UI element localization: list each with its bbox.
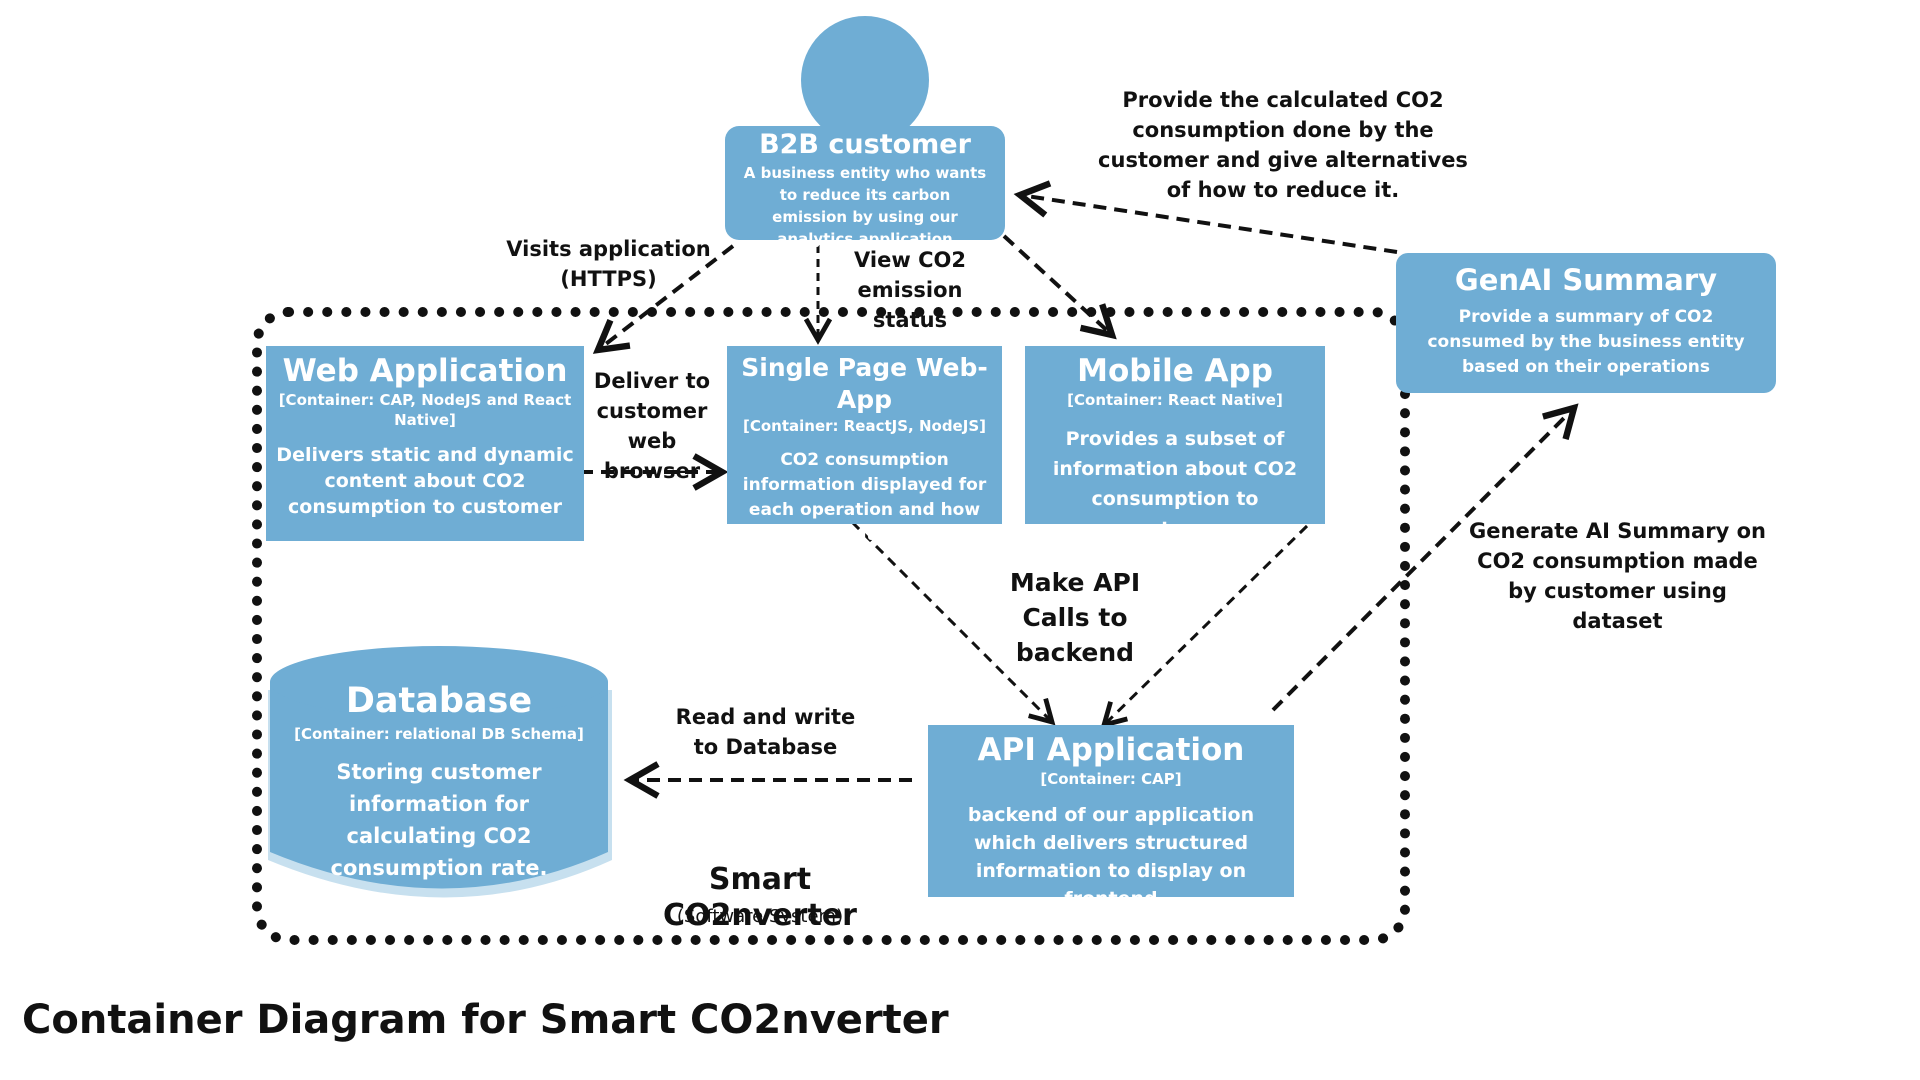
label-read-write: Read and write to Database xyxy=(675,705,856,759)
database-cylinder-icon xyxy=(268,646,612,898)
web-app-tech: [Container: CAP, NodeJS and React Native… xyxy=(278,391,572,429)
spa-tech: [Container: ReactJS, NodeJS] xyxy=(743,417,986,435)
api-description: backend of our application which deliver… xyxy=(967,804,1255,910)
arrow-genai-person xyxy=(1013,180,1398,254)
container-web-application: Web Application [Container: CAP, NodeJS … xyxy=(266,346,584,541)
label-generate-ai: Generate AI Summary on CO2 consumption m… xyxy=(1469,519,1766,633)
diagram-title: Container Diagram for Smart CO2nverter xyxy=(22,997,949,1043)
web-app-description: Delivers static and dynamic content abou… xyxy=(276,444,574,518)
arrow-visits xyxy=(592,244,735,354)
system-boundary xyxy=(252,307,1410,945)
label-api-calls: Make API Calls to backend xyxy=(1009,568,1141,667)
database-description: Storing customer information for calcula… xyxy=(330,760,548,880)
api-tech: [Container: CAP] xyxy=(1040,770,1182,788)
person-title: B2B customer xyxy=(759,129,971,160)
label-deliver: Deliver to customer web browser xyxy=(593,369,711,483)
mobile-title: Mobile App xyxy=(1077,353,1273,389)
database-tech: [Container: relational DB Schema] xyxy=(294,725,584,743)
genai-description: Provide a summary of CO2 consumed by the… xyxy=(1427,307,1745,377)
container-api-application: API Application [Container: CAP] backend… xyxy=(928,725,1294,910)
mobile-tech: [Container: React Native] xyxy=(1067,391,1283,409)
person-head-icon xyxy=(801,16,929,144)
person-b2b-customer: B2B customer A business entity who wants… xyxy=(725,126,1005,248)
mobile-description: Provides a subset of information about C… xyxy=(1052,428,1298,540)
label-view-status: View CO2 emission status xyxy=(854,248,966,332)
arrow-mobile-api xyxy=(1100,524,1309,729)
api-title: API Application xyxy=(977,732,1245,768)
web-app-title: Web Application xyxy=(282,353,568,389)
label-provide-calc: Provide the calculated CO2 consumption d… xyxy=(1098,88,1468,202)
spa-description: CO2 consumption information displayed fo… xyxy=(742,450,987,545)
container-database: Database [Container: relational DB Schem… xyxy=(270,678,608,884)
spa-title: Single Page Web-App xyxy=(741,353,988,414)
person-description: A business entity who wants to reduce it… xyxy=(743,164,987,248)
external-genai-summary: GenAI Summary Provide a summary of CO2 c… xyxy=(1396,253,1776,393)
arrow-api-genai xyxy=(1271,403,1579,712)
label-visits: Visits application (HTTPS) xyxy=(506,237,711,291)
system-type: (Software System) xyxy=(676,906,844,927)
container-mobile-app: Mobile App [Container: React Native] Pro… xyxy=(1025,346,1325,540)
system-name: Smart CO2nverter xyxy=(663,862,857,933)
genai-title: GenAI Summary xyxy=(1454,263,1718,297)
arrow-spa-api xyxy=(850,520,1056,726)
container-single-page-web-app: Single Page Web-App [Container: ReactJS,… xyxy=(727,346,1002,545)
database-title: Database xyxy=(345,681,533,721)
arrow-person-mobile xyxy=(1002,234,1117,340)
